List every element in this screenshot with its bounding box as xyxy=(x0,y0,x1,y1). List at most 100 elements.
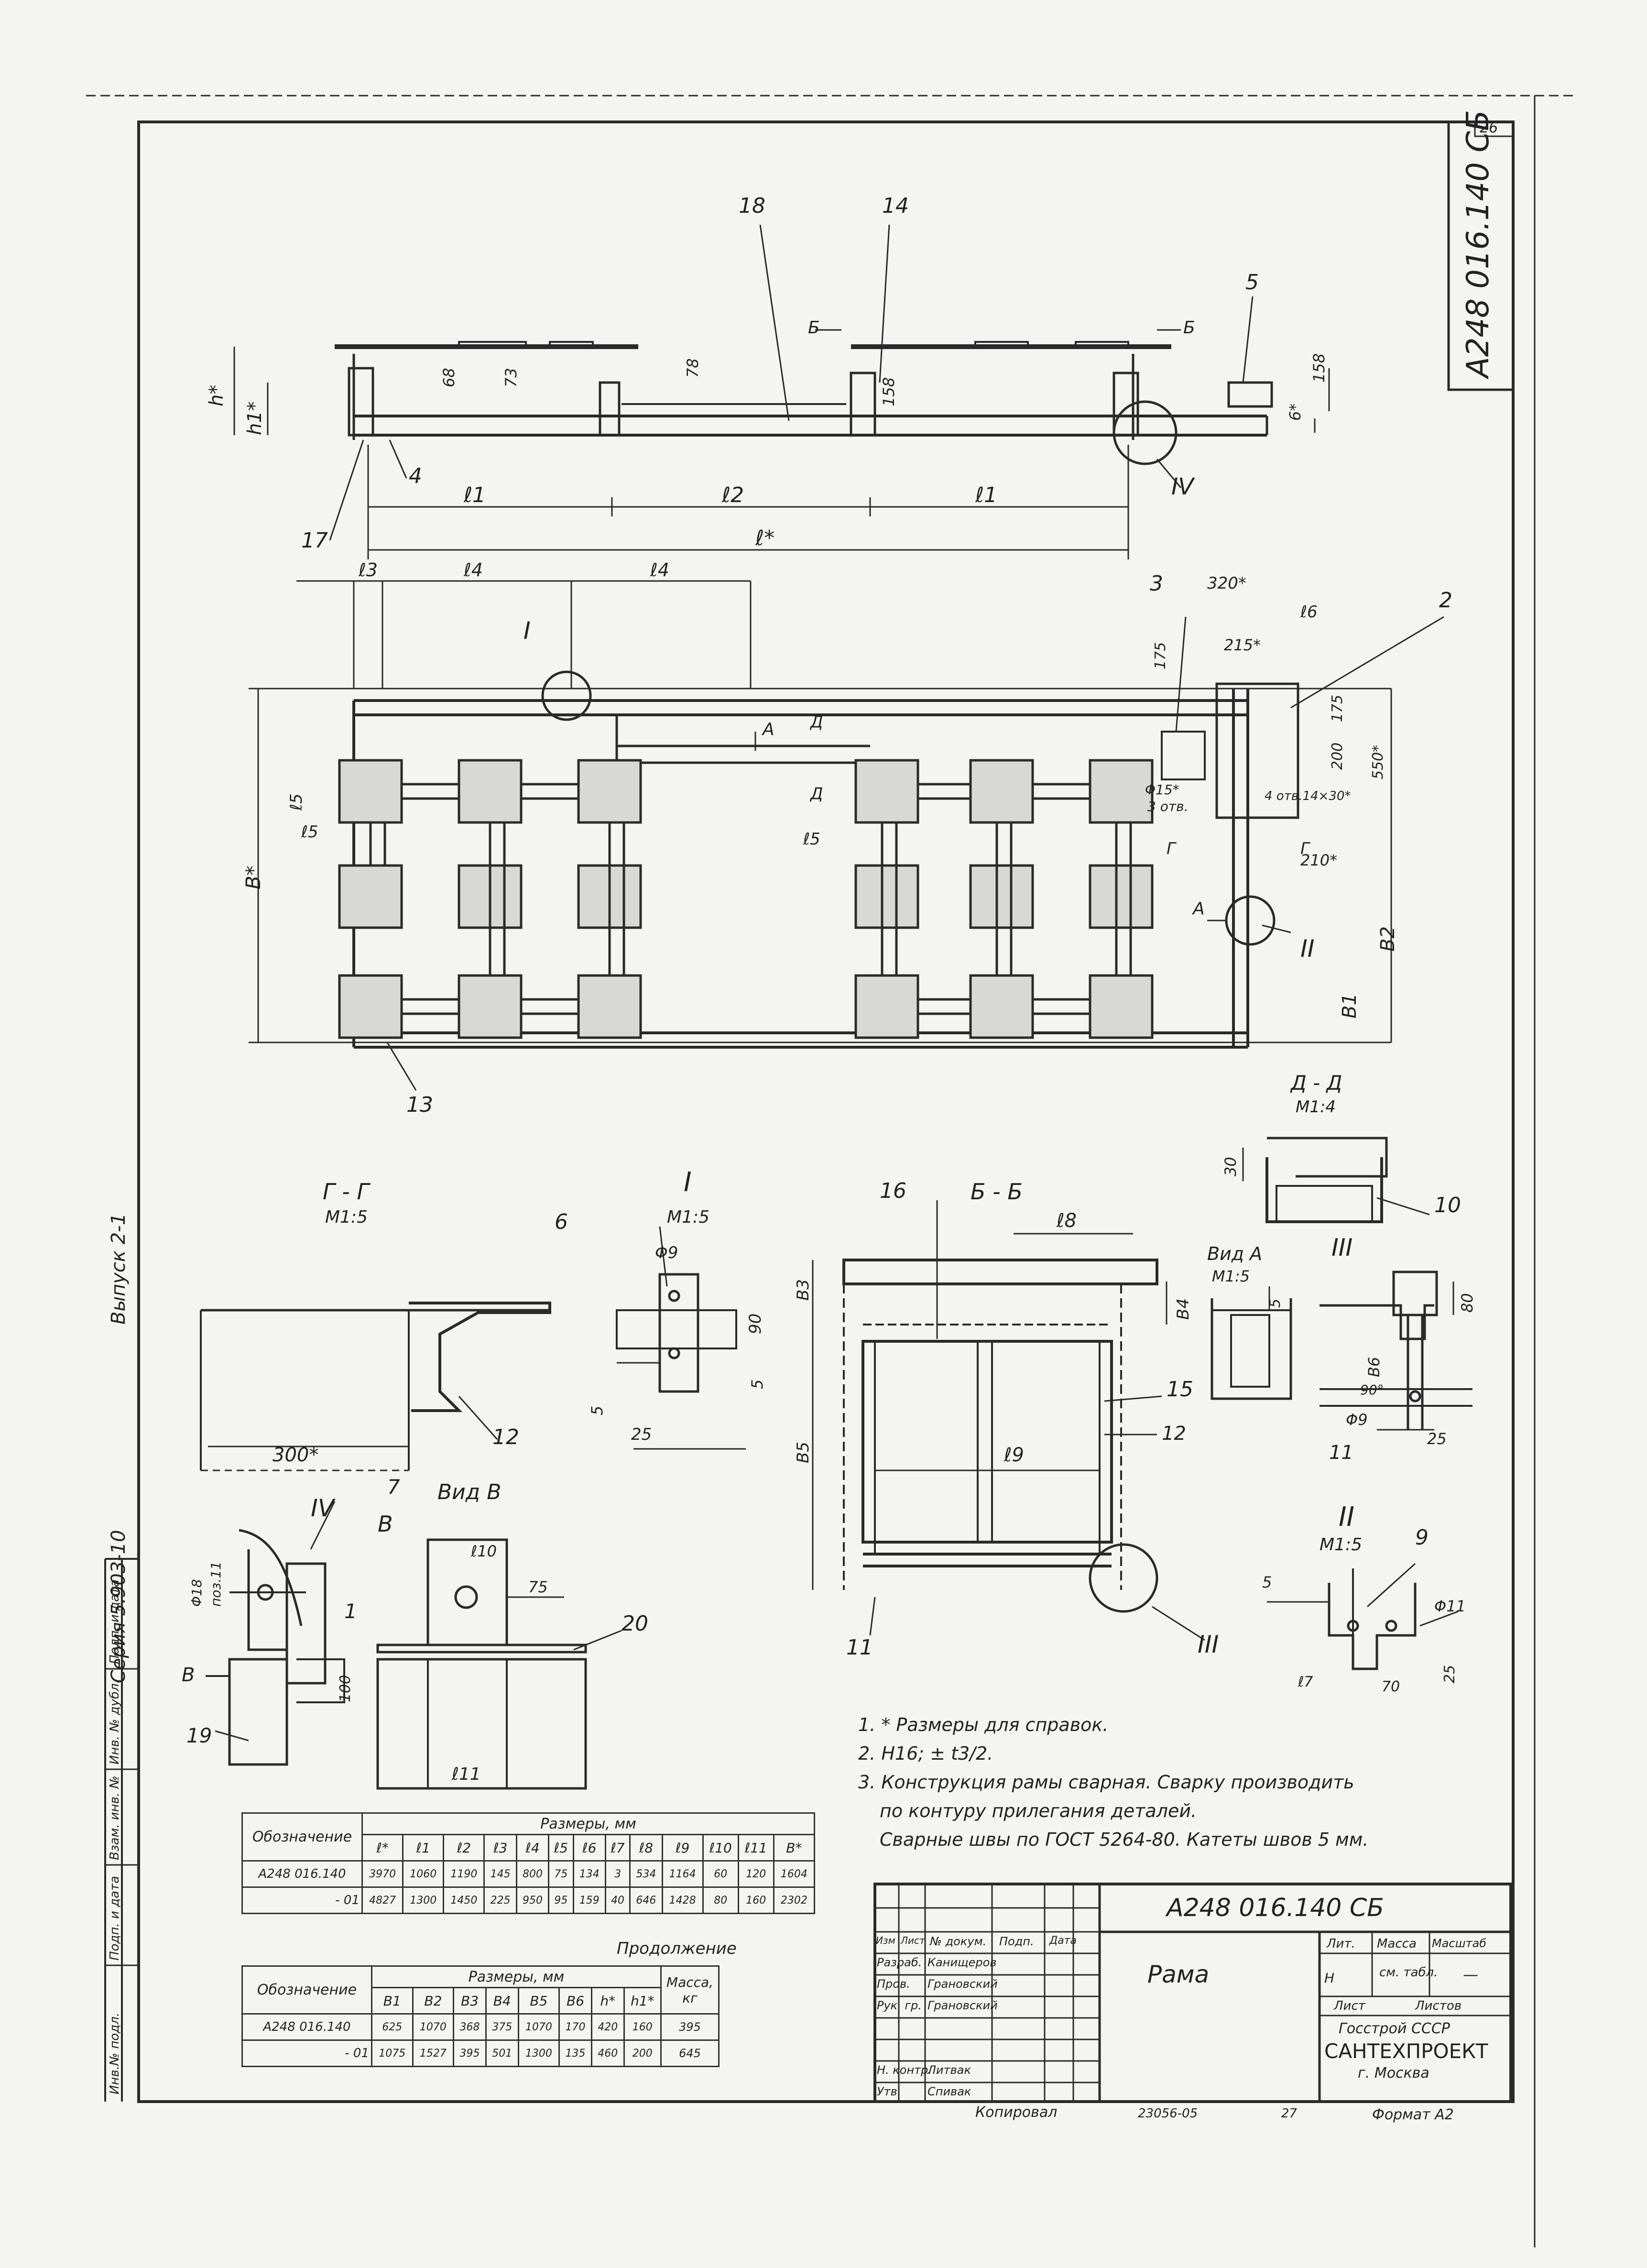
t2-cell: А248 016.140 xyxy=(241,2013,372,2041)
dim-l4-left: ℓ4 xyxy=(464,559,483,581)
t1-col: ℓ6 xyxy=(572,1834,606,1862)
t2-col: В5 xyxy=(517,1987,560,2015)
detail-I-dim-5a: 5 xyxy=(588,1405,606,1415)
t2-col: h* xyxy=(590,1987,625,2015)
t1-cell: 1604 xyxy=(773,1860,816,1888)
section-bb-dim-b3: В3 xyxy=(794,1279,813,1301)
detail-III-dim-b6: В6 xyxy=(1365,1357,1383,1377)
dimensions-table-2: Обозначение Размеры, мм Масса, кг В1 В2 … xyxy=(241,1965,720,2067)
t1-cell: 646 xyxy=(629,1886,663,1914)
view-b-dim-75: 75 xyxy=(528,1578,548,1596)
t1-col: ℓ2 xyxy=(443,1834,485,1862)
t2-col: В4 xyxy=(485,1987,519,2015)
t1-cell: 160 xyxy=(737,1886,774,1914)
detail-IV-hole: Φ18 xyxy=(189,1579,205,1607)
tb-name-1: Грановский xyxy=(927,1977,998,1991)
t2-cell: 135 xyxy=(558,2039,592,2067)
t2-cell: 1300 xyxy=(517,2039,560,2067)
t1-cell: 3970 xyxy=(361,1860,404,1888)
dim-550: 550* xyxy=(1370,745,1386,779)
tb-scale-header: Масштаб xyxy=(1432,1937,1487,1950)
detail-II-pos: 9 xyxy=(1415,1525,1429,1550)
dim-68: 68 xyxy=(440,368,458,387)
detail-II-scale: М1:5 xyxy=(1320,1535,1362,1555)
detail-II-dim-25: 25 xyxy=(1441,1665,1458,1683)
t1-cell: 1164 xyxy=(661,1860,704,1888)
t1-cell: 4827 xyxy=(361,1886,404,1914)
t1-cell: 1190 xyxy=(443,1860,485,1888)
left-strip-0: Инв.№ подл. xyxy=(108,2012,122,2094)
t1-col: ℓ1 xyxy=(402,1834,445,1862)
dim-73: 73 xyxy=(502,368,520,387)
t2-header-mass: Масса, кг xyxy=(660,1965,720,2015)
section-dd-pos: 10 xyxy=(1434,1193,1461,1217)
detail-I-hole: Φ9 xyxy=(655,1243,678,1262)
t1-cell: 1300 xyxy=(402,1886,445,1914)
t1-cell: 225 xyxy=(483,1886,517,1914)
dim-l3: ℓ3 xyxy=(359,559,378,581)
left-strip-1: Подп. и дата xyxy=(108,1875,122,1961)
tb-col-sign: Подп. xyxy=(999,1935,1034,1948)
t1-cell: 134 xyxy=(572,1860,606,1888)
table-row: А248 016.140 3970 1060 1190 145 800 75 1… xyxy=(241,1860,816,1888)
dim-320: 320* xyxy=(1207,574,1246,593)
pos-3: 3 xyxy=(1150,571,1163,596)
detail-IV-pos-1: 1 xyxy=(344,1600,357,1623)
detail-I-title: I xyxy=(684,1167,692,1198)
tb-mass-value: см. табл. xyxy=(1379,1965,1438,1980)
t2-cell: 200 xyxy=(623,2039,662,2067)
t2-cell: 395 xyxy=(660,2013,720,2041)
dim-l1-right: ℓ1 xyxy=(975,483,998,507)
section-b-mark-right: Б xyxy=(1183,318,1195,338)
dim-h1: h1* xyxy=(244,401,266,435)
tb-col-date: Дата xyxy=(1049,1935,1077,1947)
footer-order: 23056-05 xyxy=(1138,2106,1198,2121)
dim-b2: В2 xyxy=(1377,926,1399,952)
dimensions-table-1: Обозначение Размеры, мм ℓ* ℓ1 ℓ2 ℓ3 ℓ4 ℓ… xyxy=(241,1812,816,1914)
section-bb-pos-12: 12 xyxy=(1162,1423,1186,1445)
dim-3-holes: 3 отв. xyxy=(1147,799,1189,814)
detail-I-dim-25: 25 xyxy=(631,1425,652,1444)
table-row: - 01 1075 1527 395 501 1300 135 460 200 … xyxy=(241,2039,720,2067)
t1-group-header: Размеры, мм xyxy=(361,1812,815,1835)
left-strip-3: Инв. № дубл. xyxy=(108,1679,122,1764)
tb-sheet-label: Лист xyxy=(1334,1999,1365,2013)
view-b-title: Вид В xyxy=(437,1480,502,1504)
note-1: 1. * Размеры для справок. xyxy=(858,1714,1109,1735)
t1-cell: 2302 xyxy=(773,1886,816,1914)
section-bb-dim-l9: ℓ9 xyxy=(1004,1444,1024,1466)
detail-III-hole: Φ9 xyxy=(1346,1411,1368,1429)
pos-17: 17 xyxy=(301,528,328,553)
t1-col: ℓ3 xyxy=(483,1834,517,1862)
left-strip-2: Взам. инв. № xyxy=(108,1775,122,1860)
t2-cell: 160 xyxy=(623,2013,662,2041)
t1-cell: А248 016.140 xyxy=(241,1860,363,1888)
t1-col: ℓ11 xyxy=(737,1834,774,1862)
t2-cell: 420 xyxy=(590,2013,625,2041)
dim-6: 6* xyxy=(1286,403,1304,421)
dim-175-right: 175 xyxy=(1329,694,1346,722)
section-g-mark-left: Г xyxy=(1167,839,1176,858)
title-block-name: Рама xyxy=(1147,1961,1210,1988)
dim-78: 78 xyxy=(684,358,702,378)
t1-cell: 800 xyxy=(515,1860,550,1888)
detail-III-dim-80: 80 xyxy=(1458,1293,1476,1313)
t1-cell: 1060 xyxy=(402,1860,445,1888)
dim-l5-a: ℓ5 xyxy=(287,793,306,811)
tb-lit-header: Лит. xyxy=(1327,1937,1355,1951)
t2-cell: 170 xyxy=(558,2013,592,2041)
tb-mass-header: Масса xyxy=(1377,1937,1417,1951)
support-pads xyxy=(338,759,1154,1039)
t2-cell: 501 xyxy=(485,2039,519,2067)
detail-IV-callout: IV xyxy=(1171,473,1194,500)
tb-role-4: Утв. xyxy=(877,2085,901,2098)
tb-name-3: Литвак xyxy=(927,2063,971,2077)
detail-II-callout: II xyxy=(1300,935,1315,963)
t2-cell: 1527 xyxy=(412,2039,455,2067)
t2-col: h1* xyxy=(623,1987,662,2015)
t2-cell: 625 xyxy=(371,2013,414,2041)
detail-III-angle: 90° xyxy=(1360,1382,1384,1398)
section-gg-pos: 12 xyxy=(492,1425,519,1449)
t1-cell: 145 xyxy=(483,1860,517,1888)
